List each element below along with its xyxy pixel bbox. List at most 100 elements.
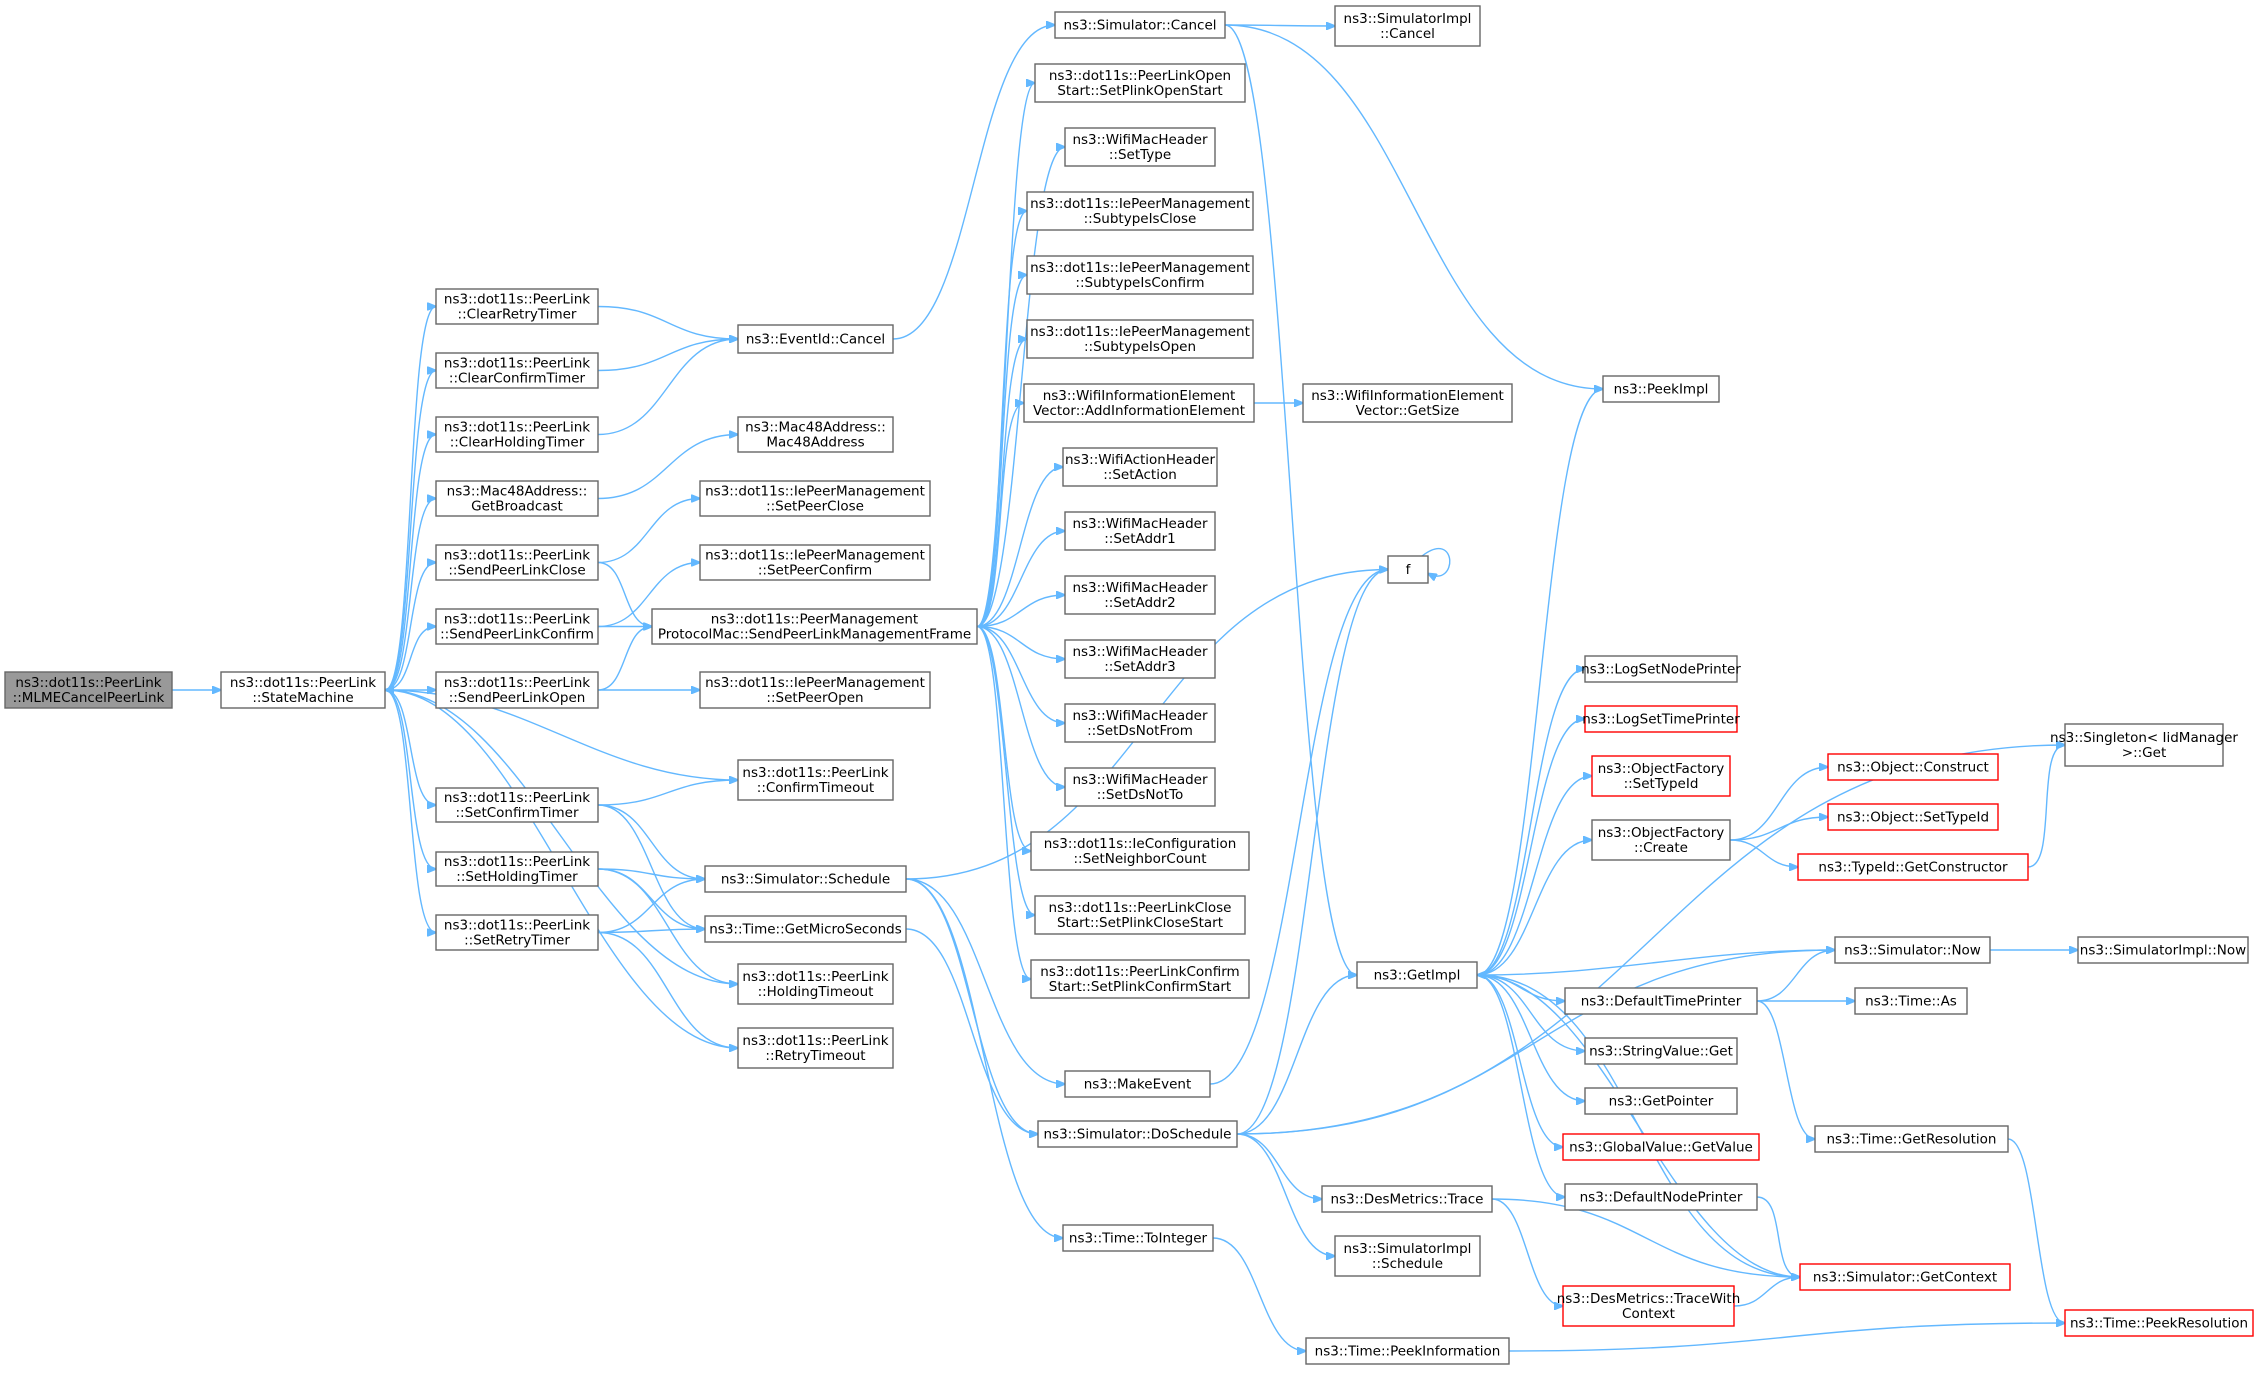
node-setAddr2[interactable]: ns3::WifiMacHeader::SetAddr2 bbox=[1064, 575, 1216, 615]
node-sm[interactable]: ns3::dot11s::PeerLink::StateMachine bbox=[220, 671, 386, 709]
node-simImplNow[interactable]: ns3::SimulatorImpl::Now bbox=[2077, 936, 2249, 964]
node-getImpl[interactable]: ns3::GetImpl bbox=[1356, 961, 1478, 989]
node-defNode[interactable]: ns3::DefaultNodePrinter bbox=[1564, 1183, 1758, 1211]
node-label: ::SendPeerLinkClose bbox=[448, 563, 585, 579]
edge-sm-to-setHoldingTimer bbox=[384, 689, 436, 869]
node-schedule[interactable]: ns3::Simulator::Schedule bbox=[704, 865, 907, 893]
node-box bbox=[1814, 1125, 2009, 1153]
node-box bbox=[435, 787, 599, 823]
node-box bbox=[1827, 753, 1999, 781]
node-setPeerConfirm[interactable]: ns3::dot11s::IePeerManagement::SetPeerCo… bbox=[699, 544, 931, 581]
node-simNow[interactable]: ns3::Simulator::Now bbox=[1834, 936, 1991, 964]
node-logTime[interactable]: ns3::LogSetTimePrinter bbox=[1582, 705, 1740, 733]
node-objConstruct[interactable]: ns3::Object::Construct bbox=[1827, 753, 1999, 781]
node-clearConfirm[interactable]: ns3::dot11s::PeerLink::ClearConfirmTimer bbox=[435, 352, 599, 389]
node-label: ::Schedule bbox=[1372, 1256, 1443, 1272]
node-setAddr1[interactable]: ns3::WifiMacHeader::SetAddr1 bbox=[1064, 511, 1216, 551]
node-getContext[interactable]: ns3::Simulator::GetContext bbox=[1799, 1263, 2011, 1291]
node-getBroadcast[interactable]: ns3::Mac48Address::GetBroadcast bbox=[435, 480, 599, 517]
node-setAction[interactable]: ns3::WifiActionHeader::SetAction bbox=[1062, 447, 1218, 487]
node-timeAs[interactable]: ns3::Time::As bbox=[1854, 987, 1968, 1015]
node-setPlinkConfirm[interactable]: ns3::dot11s::PeerLinkConfirmStart::SetPl… bbox=[1030, 959, 1250, 999]
edge-clearRetry-to-eventCancel bbox=[597, 305, 738, 340]
node-box bbox=[1064, 127, 1216, 167]
node-sendOpen[interactable]: ns3::dot11s::PeerLink::SendPeerLinkOpen bbox=[435, 671, 599, 709]
node-logNode[interactable]: ns3::LogSetNodePrinter bbox=[1581, 655, 1741, 683]
node-label: ns3::Simulator::Schedule bbox=[721, 872, 890, 888]
node-simImplCancel[interactable]: ns3::SimulatorImpl::Cancel bbox=[1334, 5, 1481, 47]
node-peekRes[interactable]: ns3::Time::PeekResolution bbox=[2064, 1309, 2254, 1337]
edge-sm-to-setRetryTimer bbox=[384, 689, 436, 933]
node-addInfo[interactable]: ns3::WifiInformationElementVector::AddIn… bbox=[1023, 383, 1255, 423]
node-root[interactable]: ns3::dot11s::PeerLink::MLMECancelPeerLin… bbox=[4, 671, 173, 709]
node-box bbox=[1064, 1070, 1211, 1098]
node-label: ::SetConfirmTimer bbox=[455, 805, 579, 821]
node-label: ::ClearRetryTimer bbox=[458, 307, 577, 323]
node-eventCancel[interactable]: ns3::EventId::Cancel bbox=[737, 324, 894, 354]
node-clearRetry[interactable]: ns3::dot11s::PeerLink::ClearRetryTimer bbox=[435, 288, 599, 325]
node-getPointer[interactable]: ns3::GetPointer bbox=[1584, 1087, 1738, 1115]
node-mac48ctor[interactable]: ns3::Mac48Address::Mac48Address bbox=[737, 416, 894, 453]
node-box bbox=[1026, 191, 1254, 231]
node-singleton[interactable]: ns3::Singleton< IidManager>::Get bbox=[2050, 723, 2238, 767]
edge-setRetryTimer-to-retryTimeout bbox=[597, 931, 738, 1049]
node-setNeighbor[interactable]: ns3::dot11s::IeConfiguration::SetNeighbo… bbox=[1030, 831, 1250, 871]
node-f[interactable]: f bbox=[1387, 555, 1429, 584]
node-peekImpl[interactable]: ns3::PeekImpl bbox=[1602, 375, 1720, 403]
node-strGet[interactable]: ns3::StringValue::Get bbox=[1584, 1037, 1738, 1065]
node-label: ::Create bbox=[1634, 840, 1688, 856]
node-setType[interactable]: ns3::WifiMacHeader::SetType bbox=[1064, 127, 1216, 167]
node-setPlinkClose[interactable]: ns3::dot11s::PeerLinkCloseStart::SetPlin… bbox=[1034, 895, 1246, 935]
node-setHoldingTimer[interactable]: ns3::dot11s::PeerLink::SetHoldingTimer bbox=[435, 851, 599, 887]
node-sendMgmt[interactable]: ns3::dot11s::PeerManagementProtocolMac::… bbox=[651, 608, 978, 645]
node-setPlinkOpen[interactable]: ns3::dot11s::PeerLinkOpenStart::SetPlink… bbox=[1034, 63, 1246, 103]
node-setPeerClose[interactable]: ns3::dot11s::IePeerManagement::SetPeerCl… bbox=[699, 480, 931, 517]
node-label: ns3::dot11s::PeerManagement bbox=[711, 612, 918, 628]
node-ofCreate[interactable]: ns3::ObjectFactory::Create bbox=[1591, 819, 1731, 861]
node-setDsNotFrom[interactable]: ns3::WifiMacHeader::SetDsNotFrom bbox=[1064, 703, 1216, 743]
node-label: ns3::GetImpl bbox=[1374, 968, 1461, 984]
node-setAddr3[interactable]: ns3::WifiMacHeader::SetAddr3 bbox=[1064, 639, 1216, 679]
node-desTrace[interactable]: ns3::DesMetrics::Trace bbox=[1321, 1185, 1493, 1213]
node-label: ns3::dot11s::PeerLink bbox=[742, 1033, 888, 1049]
node-subConfirm[interactable]: ns3::dot11s::IePeerManagement::SubtypeIs… bbox=[1026, 255, 1254, 295]
node-peekInfo[interactable]: ns3::Time::PeekInformation bbox=[1305, 1337, 1510, 1365]
node-objSetTypeId[interactable]: ns3::Object::SetTypeId bbox=[1827, 803, 1999, 831]
node-setRetryTimer[interactable]: ns3::dot11s::PeerLink::SetRetryTimer bbox=[435, 914, 599, 951]
node-simCancel[interactable]: ns3::Simulator::Cancel bbox=[1054, 11, 1226, 39]
node-doSchedule[interactable]: ns3::Simulator::DoSchedule bbox=[1037, 1120, 1238, 1148]
edge-sendMgmt-to-subOpen bbox=[976, 339, 1027, 628]
node-getCtor[interactable]: ns3::TypeId::GetConstructor bbox=[1797, 853, 2029, 881]
node-retryTimeout[interactable]: ns3::dot11s::PeerLink::RetryTimeout bbox=[737, 1027, 894, 1069]
node-ofSetTypeId[interactable]: ns3::ObjectFactory::SetTypeId bbox=[1591, 755, 1731, 797]
node-defTime[interactable]: ns3::DefaultTimePrinter bbox=[1564, 987, 1758, 1015]
node-label: ns3::TypeId::GetConstructor bbox=[1818, 860, 2008, 876]
node-toInteger[interactable]: ns3::Time::ToInteger bbox=[1062, 1224, 1214, 1252]
node-label: ns3::LogSetNodePrinter bbox=[1581, 662, 1741, 678]
node-sendConfirm[interactable]: ns3::dot11s::PeerLink::SendPeerLinkConfi… bbox=[435, 608, 599, 645]
node-getMicro[interactable]: ns3::Time::GetMicroSeconds bbox=[704, 915, 907, 943]
node-label: ns3::WifiInformationElement bbox=[1043, 388, 1236, 404]
node-simImplSchedule[interactable]: ns3::SimulatorImpl::Schedule bbox=[1334, 1235, 1481, 1277]
node-setPeerOpen[interactable]: ns3::dot11s::IePeerManagement::SetPeerOp… bbox=[699, 671, 931, 709]
node-holdingTimeout[interactable]: ns3::dot11s::PeerLink::HoldingTimeout bbox=[737, 963, 894, 1005]
node-subClose[interactable]: ns3::dot11s::IePeerManagement::SubtypeIs… bbox=[1026, 191, 1254, 231]
node-label: ns3::DesMetrics::Trace bbox=[1331, 1192, 1484, 1208]
node-sendClose[interactable]: ns3::dot11s::PeerLink::SendPeerLinkClose bbox=[435, 544, 599, 581]
node-clearHolding[interactable]: ns3::dot11s::PeerLink::ClearHoldingTimer bbox=[435, 416, 599, 453]
node-setConfirmTimer[interactable]: ns3::dot11s::PeerLink::SetConfirmTimer bbox=[435, 787, 599, 823]
node-box bbox=[1584, 705, 1738, 733]
node-getRes[interactable]: ns3::Time::GetResolution bbox=[1814, 1125, 2009, 1153]
node-getSize[interactable]: ns3::WifiInformationElementVector::GetSi… bbox=[1302, 383, 1513, 423]
node-confirmTimeout[interactable]: ns3::dot11s::PeerLink::ConfirmTimeout bbox=[737, 759, 894, 801]
node-label: ::SubtypeIsOpen bbox=[1084, 339, 1196, 355]
node-label: Vector::GetSize bbox=[1356, 403, 1460, 419]
node-setDsNotTo[interactable]: ns3::WifiMacHeader::SetDsNotTo bbox=[1064, 767, 1216, 807]
node-gvGetValue[interactable]: ns3::GlobalValue::GetValue bbox=[1562, 1133, 1760, 1161]
edge-sendMgmt-to-setDsNotTo bbox=[976, 625, 1065, 788]
node-subOpen[interactable]: ns3::dot11s::IePeerManagement::SubtypeIs… bbox=[1026, 319, 1254, 359]
edge-sendMgmt-to-setAction bbox=[976, 467, 1063, 628]
node-makeEvent[interactable]: ns3::MakeEvent bbox=[1064, 1070, 1211, 1098]
edge-traceWithContext-to-getContext bbox=[1733, 1277, 1800, 1307]
